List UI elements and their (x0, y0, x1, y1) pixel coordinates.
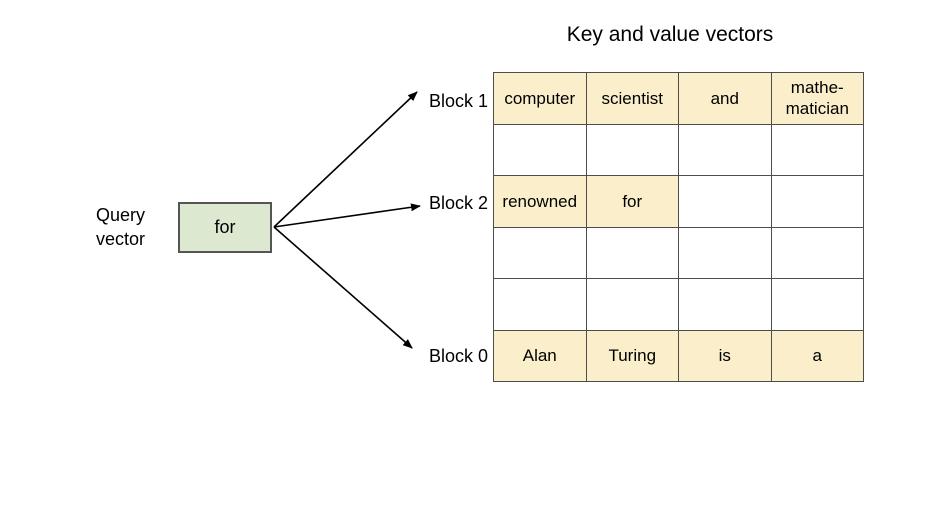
kv-cell-r1-c0 (493, 123, 587, 176)
kv-cell-r1-c1 (585, 123, 679, 176)
kv-cell-r4-c0 (493, 278, 587, 331)
kv-cell-r4-c3 (770, 278, 864, 331)
query-vector-box[interactable]: for (178, 202, 272, 253)
kv-cell-r0-c0: computer (493, 72, 587, 125)
arrow-to-block-0 (273, 226, 413, 349)
page-title: Key and value vectors (566, 23, 774, 46)
block-label-2: Block 2 (428, 193, 488, 213)
table-row (493, 278, 864, 331)
kv-cell-r4-c1 (585, 278, 679, 331)
kv-cell-r2-c3 (770, 175, 864, 228)
kv-cell-r5-c3: a (770, 329, 864, 382)
table-row (493, 226, 864, 279)
arrow-to-block-1 (273, 91, 418, 228)
block-label-1: Block 1 (428, 91, 488, 111)
kv-cell-r2-c1: for (585, 175, 679, 228)
kv-cell-r0-c3: mathe-matician (770, 72, 864, 125)
query-vector-token: for (214, 217, 236, 237)
kv-cell-r1-c2 (678, 123, 772, 176)
query-vector-label-line1: Query (96, 205, 146, 225)
kv-cell-r5-c2: is (678, 329, 772, 382)
table-row (493, 123, 864, 176)
kv-cell-r0-c2: and (678, 72, 772, 125)
kv-cell-r3-c0 (493, 226, 587, 279)
kv-cell-r0-c1: scientist (585, 72, 679, 125)
kv-cell-r3-c2 (678, 226, 772, 279)
kv-cell-r2-c0: renowned (493, 175, 587, 228)
kv-cell-r3-c1 (585, 226, 679, 279)
kv-cell-r3-c3 (770, 226, 864, 279)
kv-cell-r5-c0: Alan (493, 329, 587, 382)
query-vector-label-line2: vector (96, 229, 146, 249)
kv-cell-r1-c3 (770, 123, 864, 176)
block-label-0: Block 0 (428, 346, 488, 366)
kv-cell-r4-c2 (678, 278, 772, 331)
query-vector-label: Query vector (96, 203, 172, 251)
kv-cell-r5-c1: Turing (585, 329, 679, 382)
kv-cell-r2-c2 (678, 175, 772, 228)
